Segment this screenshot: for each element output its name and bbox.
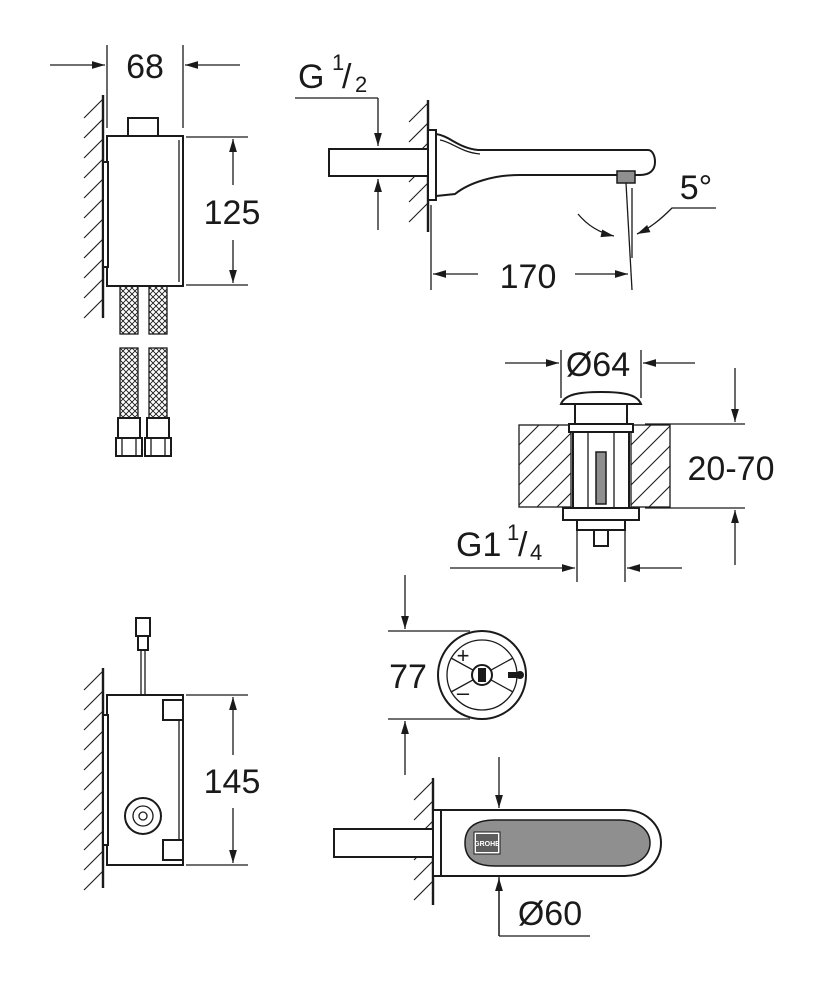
lower-box-view: 145 — [83, 617, 261, 891]
waste-cap — [559, 390, 643, 405]
svg-text:2: 2 — [355, 72, 367, 97]
hose-right-lower — [148, 347, 168, 419]
temperature-icon — [508, 671, 524, 679]
spout-rosette — [427, 129, 437, 201]
box-flange — [102, 161, 109, 268]
control-plus-label: + — [457, 643, 470, 668]
concealed-box-view: 68 125 — [50, 45, 261, 457]
dim-box-height: 125 — [204, 194, 261, 232]
dim-spout-angle: 5° — [680, 169, 713, 207]
svg-text:4: 4 — [530, 540, 542, 565]
dim-spout-length: 170 — [500, 258, 557, 296]
wall-hatch — [83, 670, 104, 891]
box-cap — [127, 117, 159, 137]
svg-text:G: G — [298, 58, 324, 96]
spout-shank-top — [333, 828, 437, 858]
dim-spout-diameter: Ø60 — [518, 895, 582, 933]
dim-box-width: 68 — [126, 48, 164, 86]
waste-valve-view: Ø64 20-70 G1 1 / 4 — [450, 346, 774, 582]
svg-text:/: / — [518, 526, 528, 564]
control-minus-label: – — [457, 680, 470, 705]
dim-waste-range: 20-70 — [688, 450, 775, 488]
dim-waste-diameter: Ø64 — [566, 346, 630, 384]
brand-logo: GROHE — [474, 841, 500, 848]
svg-text:1: 1 — [507, 520, 519, 545]
svg-text:1: 1 — [332, 50, 344, 75]
spout-side-view: G 1 / 2 170 5° — [295, 50, 716, 296]
wall-hatch — [83, 98, 104, 319]
dim-thread-spout: G 1 / 2 — [298, 50, 367, 97]
spout-shank — [328, 148, 432, 177]
lower-box — [106, 694, 184, 866]
spout-inlay — [464, 819, 651, 867]
hose-left-lower — [119, 347, 139, 419]
svg-text:/: / — [342, 58, 352, 96]
spout-body — [435, 132, 657, 198]
hose-right-upper — [148, 285, 168, 335]
hose-fittings — [115, 417, 172, 457]
svg-text:G1: G1 — [456, 526, 501, 564]
control-panel-view: + – 77 — [388, 575, 527, 775]
dim-lower-box-height: 145 — [204, 763, 261, 801]
dim-thread-waste: G1 1 / 4 — [456, 520, 542, 565]
cable-plug — [135, 617, 151, 637]
hose-left-upper — [119, 285, 139, 335]
electronic-box — [106, 135, 184, 287]
basin-hatch — [518, 424, 671, 508]
spout-top-view: GROHE Ø60 — [333, 757, 663, 937]
dim-control-diameter: 77 — [389, 658, 427, 696]
cable-grommet — [124, 797, 162, 835]
aerator — [616, 170, 636, 184]
